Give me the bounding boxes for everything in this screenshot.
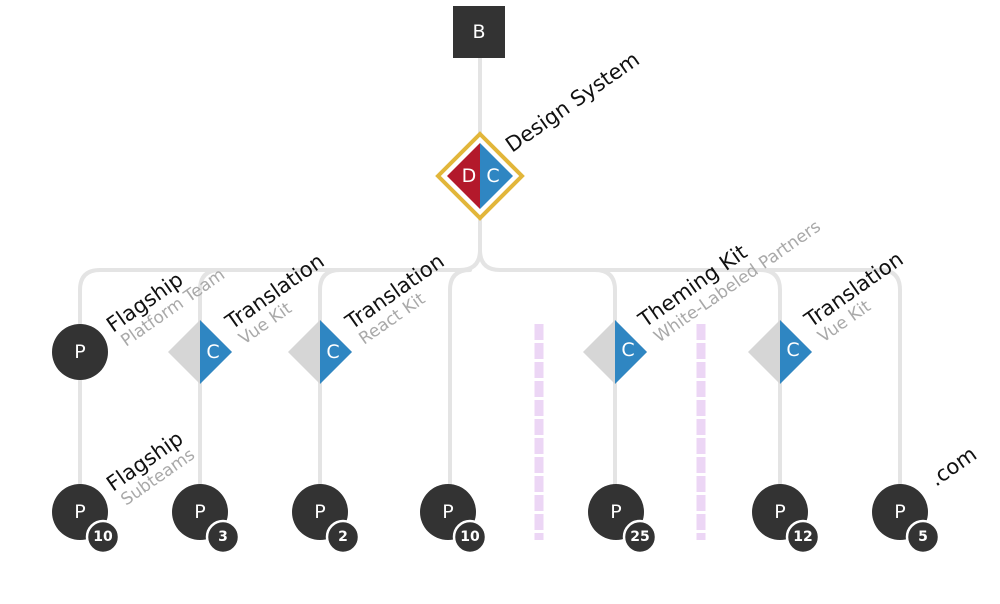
branch-line-right xyxy=(478,248,902,514)
branch-line-col-200 xyxy=(198,268,222,514)
design-system-left-letter: D xyxy=(462,165,477,187)
connector-lines xyxy=(78,56,902,514)
product-letter: P xyxy=(774,501,785,523)
dotcom-label: .com xyxy=(925,442,981,491)
product-count-badge: 5 xyxy=(918,529,928,545)
product-letter: P xyxy=(894,501,905,523)
design-system-node[interactable]: D C xyxy=(435,131,525,221)
design-system-right-half xyxy=(480,143,513,209)
product-node-3[interactable]: P 2 xyxy=(292,484,361,555)
product-count-badge: 25 xyxy=(630,529,649,545)
product-node-2[interactable]: P 3 xyxy=(172,484,241,555)
root-node-letter: B xyxy=(472,21,485,43)
product-count-badge: 10 xyxy=(460,529,480,545)
product-count-badge: 10 xyxy=(93,529,113,545)
product-letter: P xyxy=(442,501,453,523)
component-node-translation-vue-1[interactable]: C xyxy=(168,320,232,384)
product-count-badge: 3 xyxy=(218,529,228,545)
product-letter: P xyxy=(314,501,325,523)
branch-line-col-450 xyxy=(448,268,472,514)
product-count-badge: 12 xyxy=(793,529,812,545)
product-node-6[interactable]: P 12 xyxy=(752,484,821,555)
product-node-5[interactable]: P 25 xyxy=(588,484,658,555)
component-node-translation-vue-2[interactable]: C xyxy=(748,320,812,384)
product-count-badge: 2 xyxy=(338,529,348,545)
branch-line-col-780 xyxy=(758,268,782,514)
product-letter: P xyxy=(194,501,205,523)
component-letter: C xyxy=(786,339,799,361)
product-node-4[interactable]: P 10 xyxy=(420,484,488,555)
design-system-right-letter: C xyxy=(486,165,499,187)
flagship-platform-node[interactable]: P xyxy=(52,324,108,380)
design-system-left-half xyxy=(447,143,480,209)
design-system-label: Design System xyxy=(501,47,644,157)
product-letter: P xyxy=(610,501,621,523)
component-letter: C xyxy=(326,341,339,363)
product-node-dotcom[interactable]: P 5 xyxy=(872,484,941,555)
component-node-translation-react[interactable]: C xyxy=(288,320,352,384)
component-letter: C xyxy=(206,341,219,363)
product-node-flagship-subteams[interactable]: P 10 xyxy=(52,484,121,555)
design-system-trunk-line xyxy=(78,216,482,347)
flagship-platform-letter: P xyxy=(74,341,85,363)
component-node-theming-kit[interactable]: C xyxy=(583,320,647,384)
root-node[interactable]: B xyxy=(453,6,505,58)
branch-line-col-615 xyxy=(593,268,617,514)
component-letter: C xyxy=(621,339,634,361)
product-letter: P xyxy=(74,501,85,523)
branch-line-col-320 xyxy=(318,268,342,514)
